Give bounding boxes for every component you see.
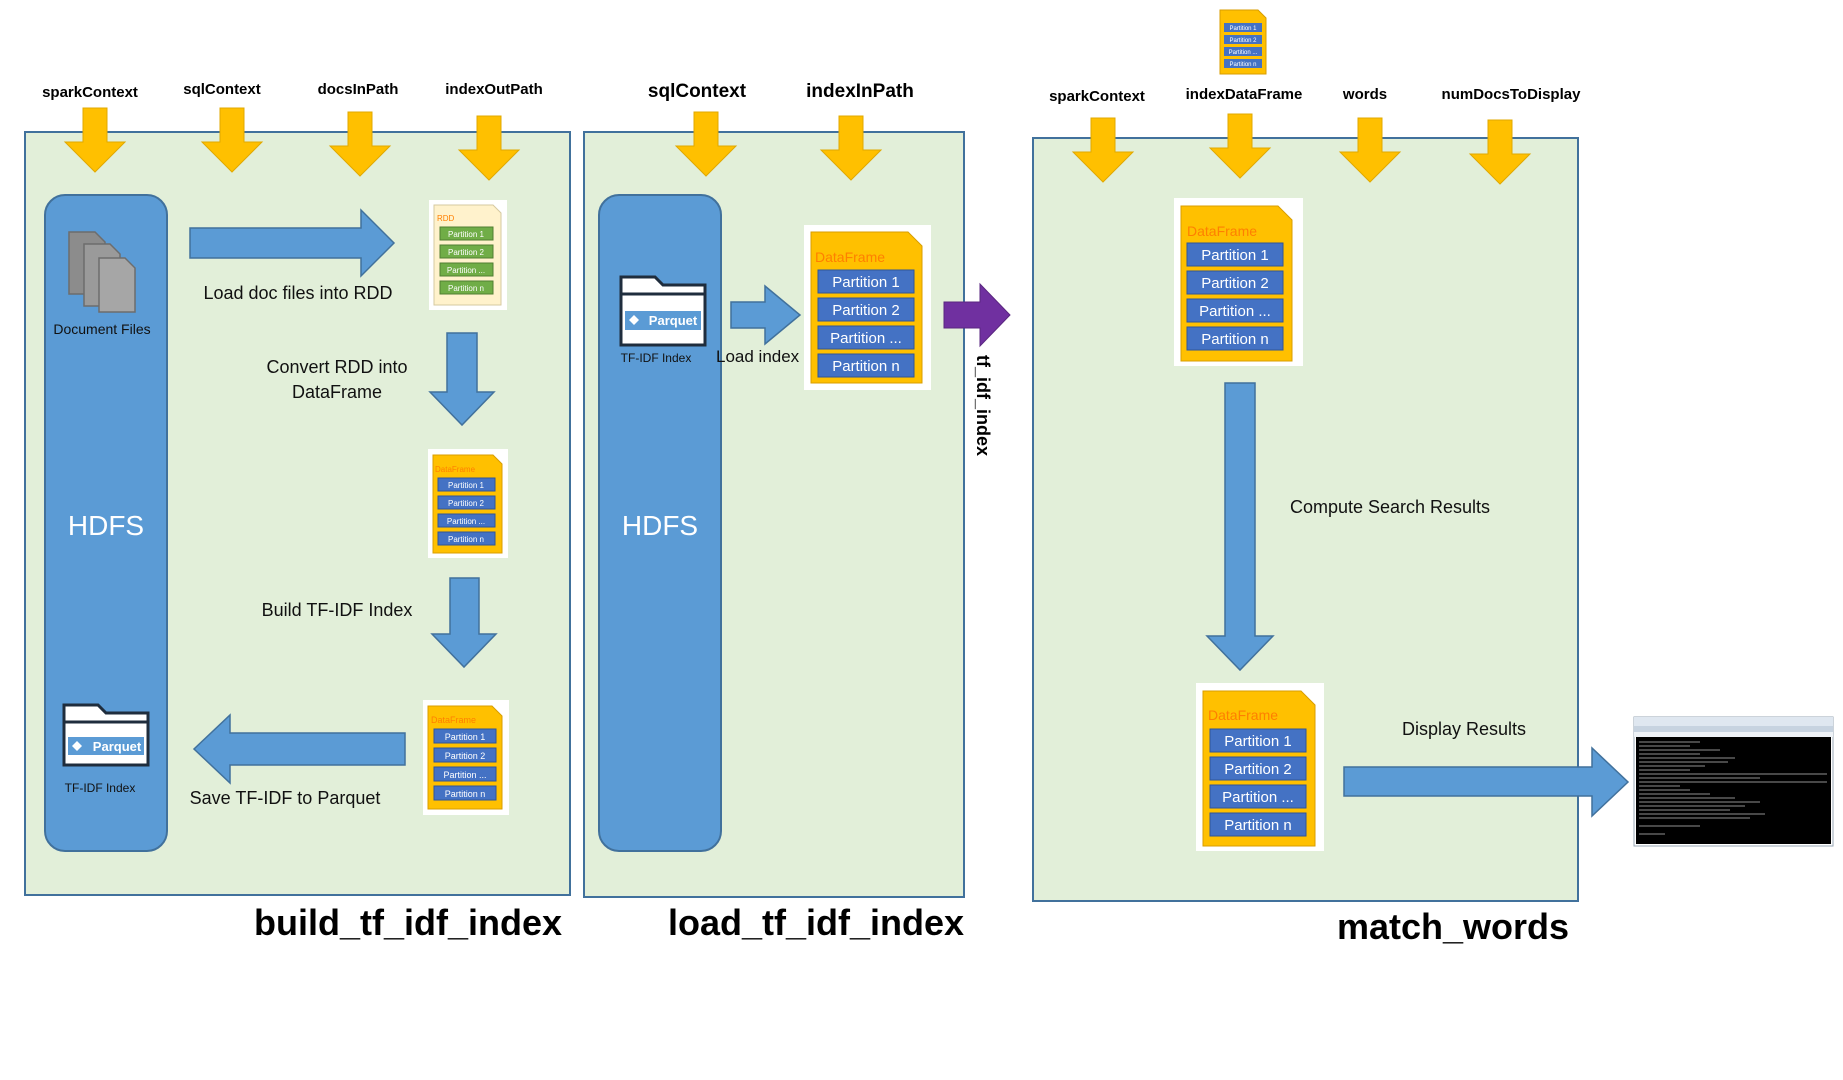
input-label: sqlContext [648,81,747,102]
partition-label: Partition 2 [445,751,486,761]
flow-arrow-down [430,577,498,669]
dataframe-icon: DataFrame Partition 1 Partition 2 Partit… [423,700,509,815]
dataframe-icon: DataFrame Partition 1 Partition 2 Partit… [1174,198,1303,366]
parquet-label: Parquet [649,313,698,328]
rdd-label: RDD [437,214,455,223]
partition-label: Partition 1 [832,274,900,291]
parquet-label: Parquet [93,739,142,754]
input-label: sparkContext [1049,88,1145,105]
tfidf-index-label: TF-IDF Index [621,351,692,365]
step-build-label: Build TF-IDF Index [262,600,413,620]
partition-label: Partition n [448,535,484,544]
partition-label: Partition n [1229,62,1256,68]
match-inputs: sparkContext indexDataFrame words numDoc… [1049,86,1582,185]
tfidf-index-label: TF-IDF Index [65,781,136,795]
partition-label: Partition 2 [832,302,900,319]
rdd-icon: RDD Partition 1 Partition 2 Partition ..… [429,200,507,310]
dataframe-icon: DataFrame Partition 1 Partition 2 Partit… [428,449,508,558]
partition-label: Partition n [832,358,900,375]
step-convert-label: DataFrame [292,382,382,402]
display-label: Display Results [1402,719,1526,739]
partition-label: Partition ... [1229,50,1258,56]
step-convert-label: Convert RDD into [266,357,407,377]
partition-label: Partition ... [447,266,485,275]
dataframe-label: DataFrame [815,249,885,265]
partition-label: Partition ... [1222,789,1294,806]
partition-label: Partition 2 [448,248,485,257]
input-label: numDocsToDisplay [1442,86,1582,103]
partition-label: Partition ... [1199,303,1271,320]
input-label: indexOutPath [445,81,543,98]
partition-label: Partition 1 [1224,733,1292,750]
panel-title: match_words [1337,906,1569,947]
partition-label: Partition 2 [1229,38,1257,44]
parquet-folder-icon: Parquet [62,703,150,767]
partition-label: Partition ... [443,770,486,780]
partition-label: Partition 1 [1201,247,1269,264]
load-index-label: Load index [716,347,800,366]
document-files-label: Document Files [53,321,150,337]
partition-label: Partition 2 [1201,275,1269,292]
rdd-partitions: Partition 1 Partition 2 Partition ... Pa… [439,226,494,295]
partition-label: Partition ... [447,517,485,526]
panel-title: build_tf_idf_index [254,902,562,943]
dataframe-mini-icon: Partition 1 Partition 2 Partition ... Pa… [1219,9,1267,75]
load-inputs: sqlContext indexInPath [648,81,914,181]
partition-label: Partition n [448,284,484,293]
step-save-label: Save TF-IDF to Parquet [190,788,381,808]
flow-arrow-down [428,332,496,427]
dataframe-label: DataFrame [431,715,476,725]
partition-label: Partition 1 [448,481,485,490]
document-files-icon [68,231,136,313]
input-label: words [1342,86,1387,103]
compute-label: Compute Search Results [1290,497,1490,517]
dataframe-icon: DataFrame Partition 1 Partition 2 Partit… [1196,683,1324,851]
dataframe-label: DataFrame [1208,707,1278,723]
flow-arrow-left [192,713,406,785]
partition-label: Partition n [445,789,486,799]
input-label: indexInPath [806,81,914,102]
partition-label: Partition 2 [1224,761,1292,778]
partition-label: Partition n [1224,817,1292,834]
partition-label: Partition 1 [445,732,486,742]
panel-title: load_tf_idf_index [668,902,964,943]
input-label: indexDataFrame [1186,86,1303,103]
step-load-label: Load doc files into RDD [203,283,392,303]
partition-label: Partition 1 [1229,26,1257,32]
dataframe-label: DataFrame [435,465,476,474]
input-label: sparkContext [42,84,138,101]
partition-label: Partition n [1201,331,1269,348]
dataframe-icon: DataFrame Partition 1 Partition 2 Partit… [804,225,931,390]
hdfs-store: HDFS [44,194,168,852]
partition-label: Partition ... [830,330,902,347]
hdfs-label: HDFS [622,510,698,541]
input-label: docsInPath [318,81,399,98]
hdfs-store: HDFS [598,194,722,852]
input-label: sqlContext [183,81,261,98]
dataframe-label: DataFrame [1187,223,1257,239]
flow-arrow-right [1343,746,1630,818]
flow-arrow-right [730,284,802,346]
flow-arrow-right [189,208,396,278]
flow-arrow-down [1205,382,1275,672]
terminal-window-icon [1633,716,1834,847]
partition-label: Partition 1 [448,230,485,239]
partition-label: Partition 2 [448,499,485,508]
build-inputs: sparkContext sqlContext docsInPath index… [42,81,543,181]
parquet-folder-icon: Parquet [619,275,707,347]
hdfs-label: HDFS [68,510,144,541]
connector-arrow-icon [943,282,1011,348]
connector-label: tf_idf_index [973,355,993,456]
